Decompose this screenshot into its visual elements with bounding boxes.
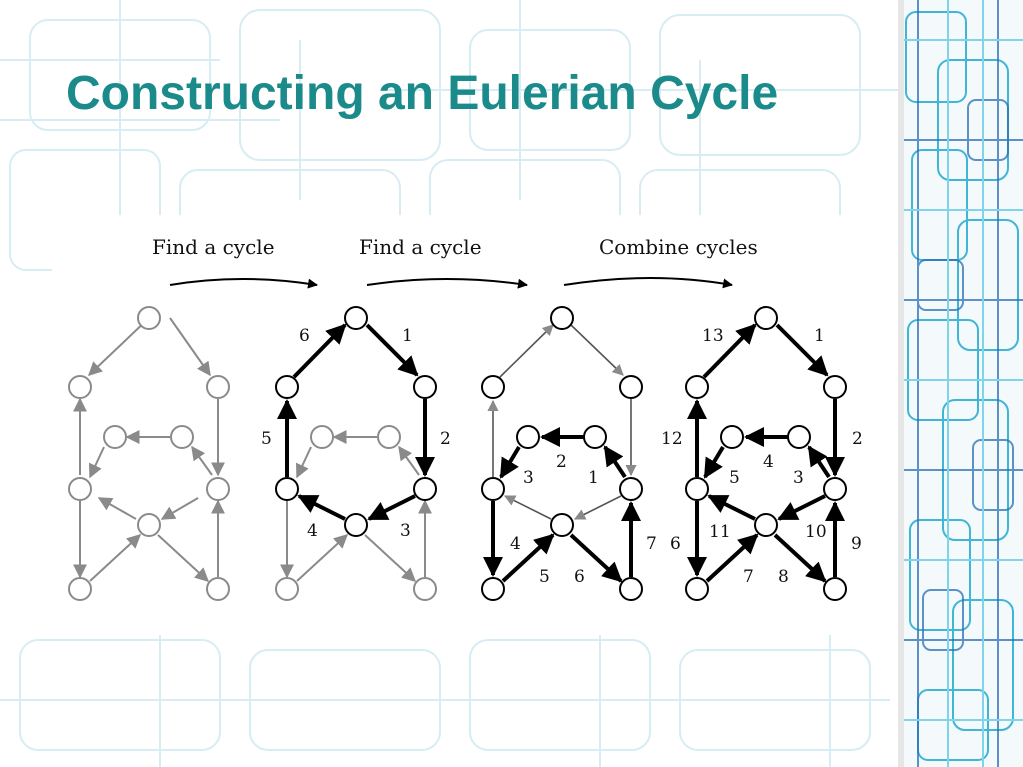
eulerian-diagram: Find a cycle Find a cycle Combine cycles bbox=[68, 235, 863, 601]
combined-cycle-graph: 13 1 12 2 4 5 3 6 11 10 9 7 8 bbox=[661, 306, 863, 601]
eulerian-figure: Find a cycle Find a cycle Combine cycles bbox=[52, 215, 863, 635]
step-arrow-3 bbox=[563, 277, 733, 289]
edge-label: 9 bbox=[851, 534, 862, 554]
step-label-1: Find a cycle bbox=[152, 235, 275, 259]
edge-label: 2 bbox=[852, 429, 863, 449]
edge-label: 5 bbox=[539, 567, 550, 587]
edge-label: 6 bbox=[670, 534, 681, 554]
edge-label: 4 bbox=[763, 452, 774, 472]
step-arrow-2 bbox=[366, 278, 528, 289]
edge-label: 1 bbox=[814, 326, 825, 346]
edge-label: 3 bbox=[523, 468, 534, 488]
edge-label: 7 bbox=[646, 534, 657, 554]
second-cycle-graph: 2 3 1 4 5 6 7 bbox=[481, 306, 657, 601]
edge-label: 5 bbox=[729, 468, 740, 488]
edge-label: 1 bbox=[402, 326, 413, 346]
edge-label: 6 bbox=[574, 567, 585, 587]
edge-label: 6 bbox=[299, 326, 310, 346]
step-label-3: Combine cycles bbox=[599, 235, 758, 259]
edge-label: 7 bbox=[743, 567, 754, 587]
edge-label: 2 bbox=[440, 429, 451, 449]
original-graph bbox=[68, 306, 230, 601]
edge-label: 1 bbox=[588, 468, 599, 488]
edge-label: 5 bbox=[261, 429, 272, 449]
edge-label: 10 bbox=[805, 522, 827, 542]
edge-label: 2 bbox=[556, 452, 567, 472]
decorative-strip bbox=[898, 0, 1023, 767]
edge-label: 4 bbox=[307, 521, 318, 541]
edge-label: 13 bbox=[702, 326, 724, 346]
step-label-2: Find a cycle bbox=[359, 235, 482, 259]
step-arrow-1 bbox=[169, 278, 318, 289]
first-cycle-graph: 6 1 5 2 4 3 bbox=[261, 306, 451, 601]
edge-label: 11 bbox=[709, 522, 731, 542]
edge-label: 3 bbox=[793, 468, 804, 488]
edge-label: 4 bbox=[510, 534, 521, 554]
edge-label: 8 bbox=[778, 567, 789, 587]
edge-label: 12 bbox=[661, 429, 683, 449]
slide-title: Constructing an Eulerian Cycle bbox=[66, 67, 779, 120]
edge-label: 3 bbox=[400, 521, 411, 541]
